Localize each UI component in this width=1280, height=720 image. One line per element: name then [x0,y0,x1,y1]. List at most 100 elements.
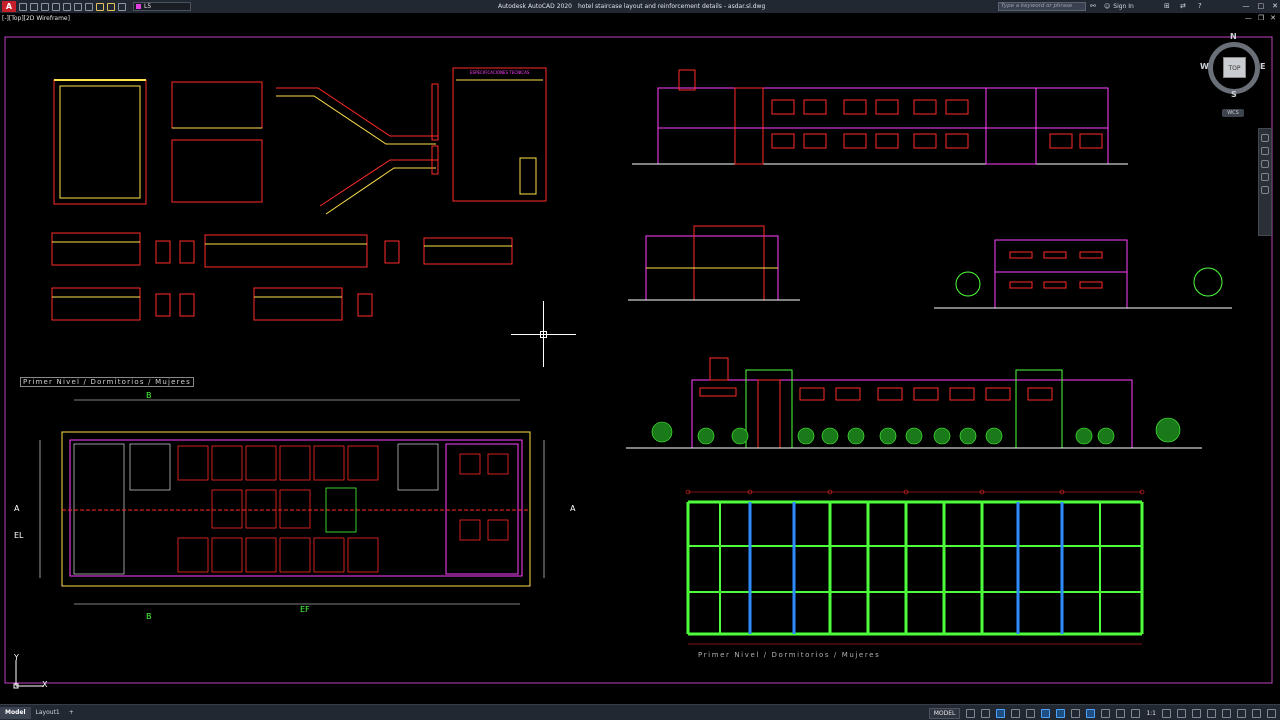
crosshair-vertical [543,301,544,367]
close-icon[interactable]: ✕ [1272,2,1278,10]
undo-icon[interactable] [74,2,82,11]
compass-south[interactable]: S [1231,90,1237,99]
stair-section-1 [276,83,439,145]
layer-name: L5 [144,3,152,10]
compass-north[interactable]: N [1230,32,1237,41]
ortho-icon[interactable] [996,708,1006,718]
elevation-rear [626,357,1202,449]
detail-frame-1 [53,79,147,205]
annotation-scale[interactable]: 1:1 [1146,709,1156,717]
annotation-visibility-icon[interactable] [1116,708,1126,718]
viewport-controls[interactable]: [-][Top][2D Wireframe] [2,15,70,22]
window-controls: — □ ✕ [1243,0,1279,13]
minimize-icon[interactable]: — [1242,2,1250,10]
section-marker-ef: EF [300,605,310,614]
maximize-icon[interactable]: □ [1257,2,1265,10]
tab-layout1[interactable]: Layout1 [35,708,60,716]
sun-icon[interactable] [107,2,115,11]
annotation-monitor-icon[interactable] [1177,708,1186,718]
ucs-x-label: X [42,680,48,689]
isolate-objects-icon[interactable] [1222,708,1231,718]
selection-cycling-icon[interactable] [1101,708,1111,718]
crosshair-pickbox [540,331,547,338]
grid-icon[interactable] [966,708,976,718]
object-snap-tracking-icon[interactable] [1041,708,1051,718]
snap-icon[interactable] [981,708,991,718]
exchange-icon[interactable]: ⇄ [1180,2,1186,10]
doc-minimize-icon[interactable]: — [1244,14,1252,22]
showmotion-icon[interactable] [1261,186,1269,194]
side-section [628,225,800,301]
tab-model[interactable]: Model [0,706,31,719]
polar-icon[interactable] [1011,708,1021,718]
navigation-bar[interactable] [1258,128,1272,236]
quick-properties-icon[interactable] [1207,708,1216,718]
layer-color-swatch [136,4,141,9]
elevation-front [632,69,1128,165]
save-icon[interactable] [41,2,49,11]
drawing-frame [4,36,1273,684]
auto-scale-icon[interactable] [1131,708,1141,718]
model-space-button[interactable]: MODEL [928,707,961,719]
elevation-lateral [934,239,1232,309]
new-file-icon[interactable] [19,2,27,11]
save-as-icon[interactable] [52,2,60,11]
plan-title-left: Primer Nivel / Dormitorios / Mujeres [20,377,194,387]
clean-screen-icon[interactable] [1252,708,1261,718]
layer-lock-icon[interactable] [118,2,126,11]
open-file-icon[interactable] [30,2,38,11]
quick-access-toolbar: A L5 [0,0,191,13]
doc-restore-icon[interactable]: ❐ [1257,14,1265,22]
compass-east[interactable]: E [1260,62,1266,71]
lineweight-icon[interactable] [1071,708,1081,718]
help-icon[interactable]: ? [1198,2,1202,10]
layer-dropdown[interactable]: L5 [133,2,191,11]
customization-menu-icon[interactable] [1267,708,1276,718]
steering-wheel-icon[interactable] [1261,134,1269,142]
redo-icon[interactable] [85,2,93,11]
structural-plan-axes [685,489,1145,645]
wcs-menu[interactable]: WCS [1222,109,1244,117]
sign-in-button[interactable]: ☺ Sign In [1104,0,1134,13]
compass-ring[interactable] [1208,42,1260,94]
units-icon[interactable] [1192,708,1201,718]
compass-west[interactable]: W [1200,62,1209,71]
plan-title-right: Primer Nivel / Dormitorios / Mujeres [698,651,881,659]
rear-trees [651,417,1181,445]
ucs-y-label: Y [14,653,19,662]
section-marker-b-bottom: B [146,612,152,621]
transparency-icon[interactable] [1086,708,1096,718]
spec-sheet [452,67,547,202]
autocad-logo-icon[interactable]: A [2,1,16,12]
section-marker-a-left: A [14,504,20,513]
isodraft-icon[interactable] [1026,708,1036,718]
bulb-icon[interactable] [96,2,104,11]
zoom-icon[interactable] [1261,160,1269,168]
detail-frame-2 [171,81,263,203]
ucs-icon [13,660,44,689]
app-name: Autodesk AutoCAD 2020 [498,3,572,10]
binoculars-icon[interactable]: ⚯ [1090,2,1096,10]
viewcube-top-face[interactable]: TOP [1223,57,1246,78]
sign-in-label: Sign In [1113,3,1134,10]
elevation-rear-windows [699,387,1053,401]
pan-icon[interactable] [1261,147,1269,155]
elevation-front-windows [771,99,1103,149]
workspace-gear-icon[interactable] [1162,708,1171,718]
viewcube[interactable]: TOP N S E W [1200,32,1266,99]
doc-close-icon[interactable]: ✕ [1270,14,1276,22]
object-snap-icon[interactable] [1056,708,1066,718]
floor-plan [39,399,545,605]
section-marker-el: EL [14,531,24,540]
stair-section-2 [319,145,439,215]
search-input[interactable]: Type a keyword or phrase [998,2,1086,11]
section-marker-b-top: B [146,391,152,400]
orbit-icon[interactable] [1261,173,1269,181]
print-icon[interactable] [63,2,71,11]
section-marker-a-right: A [570,504,576,513]
add-layout-button[interactable]: + [68,709,74,716]
graphics-performance-icon[interactable] [1237,708,1246,718]
cart-icon[interactable]: ⊞ [1164,2,1170,10]
